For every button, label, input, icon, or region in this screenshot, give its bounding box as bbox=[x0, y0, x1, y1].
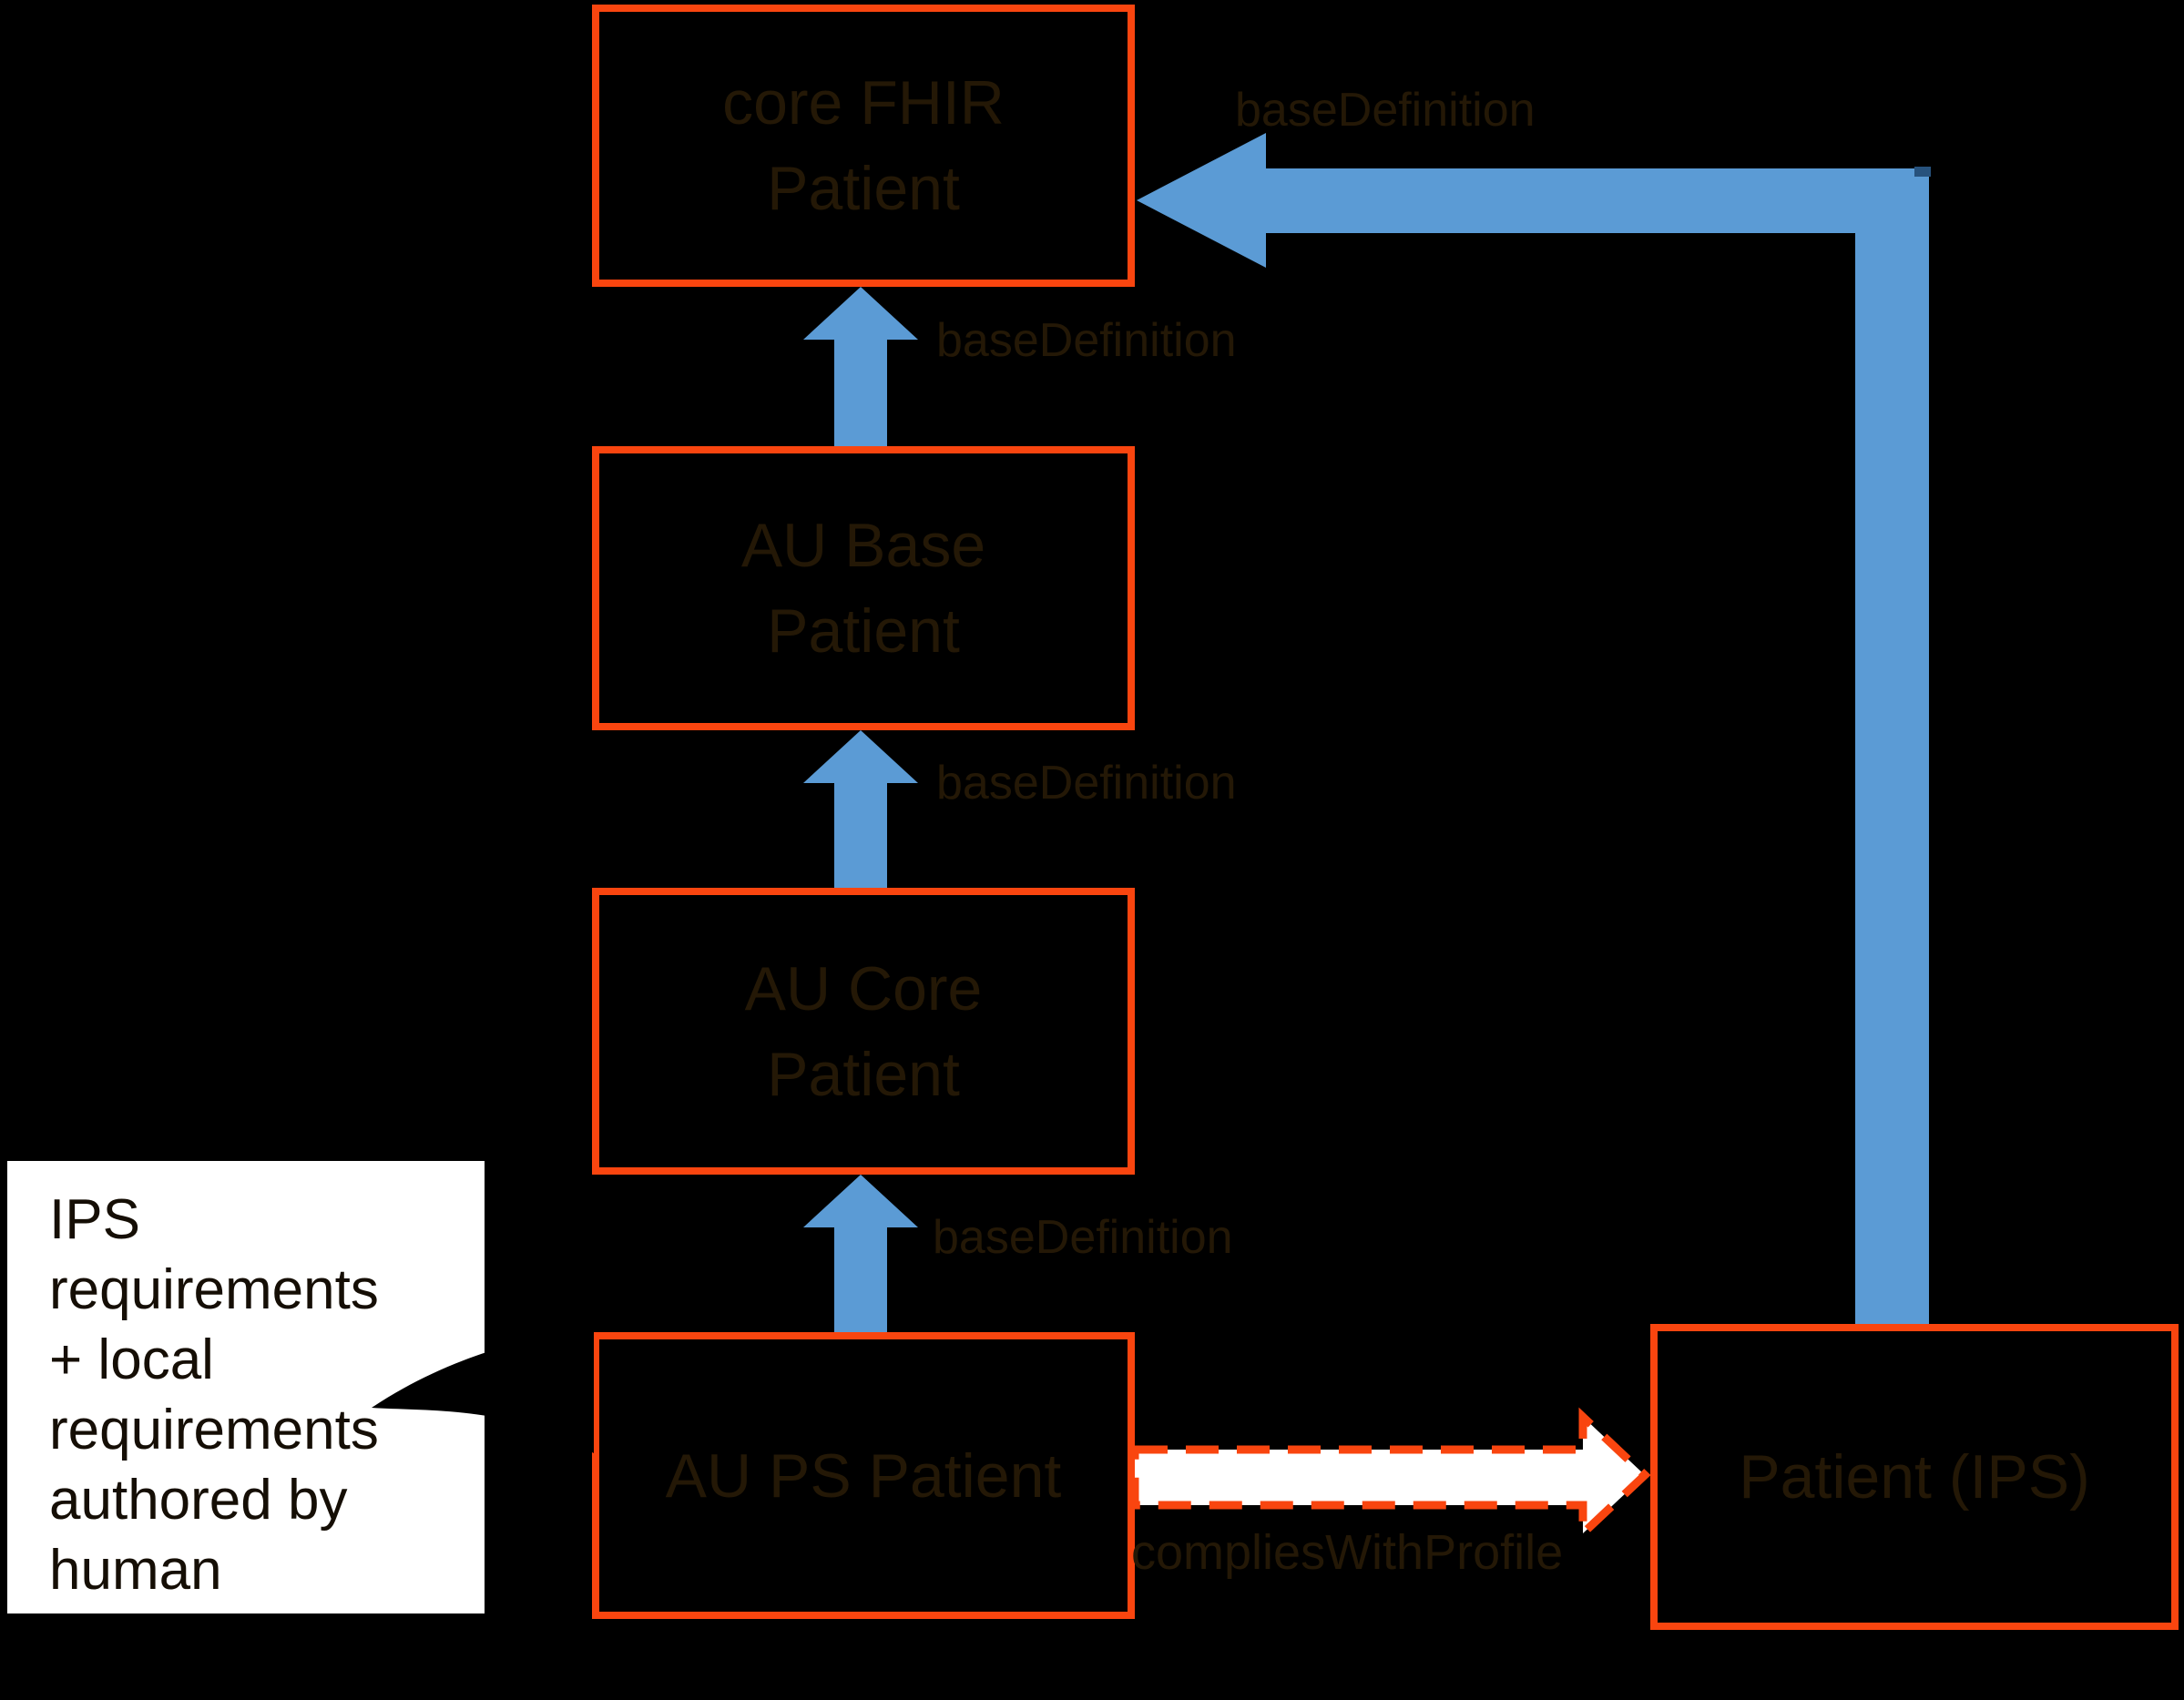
node-label-line: Patient (IPS) bbox=[1739, 1442, 2090, 1512]
node-au-ps-patient: AU PS Patient bbox=[592, 1332, 1135, 1619]
complies-with-profile-arrow bbox=[1130, 1407, 1651, 1543]
edge-label-complies-with-profile: compliesWithProfile bbox=[1131, 1525, 1564, 1580]
node-au-core-patient: AU Core Patient bbox=[592, 888, 1135, 1175]
base-definition-arrow-1 bbox=[803, 287, 918, 446]
callout-line: authored by bbox=[49, 1469, 348, 1532]
node-label-line: AU Core bbox=[744, 953, 983, 1023]
node-au-base-patient: AU Base Patient bbox=[592, 446, 1135, 730]
callout-line: human bbox=[49, 1539, 222, 1602]
node-label-line: Patient bbox=[767, 596, 960, 666]
callout-line: requirements bbox=[49, 1399, 379, 1461]
node-label-line: Patient bbox=[767, 1039, 960, 1109]
edge-label-base-definition-1: baseDefinition bbox=[936, 314, 1237, 367]
base-definition-arrow-2 bbox=[803, 730, 918, 891]
edge-label-base-definition-2: baseDefinition bbox=[936, 757, 1237, 809]
node-label-line: AU Base bbox=[740, 511, 986, 580]
base-definition-arrow-3 bbox=[803, 1175, 918, 1332]
callout-line: IPS bbox=[49, 1188, 140, 1251]
callout-tail bbox=[372, 1326, 594, 1453]
node-label-line: core FHIR bbox=[722, 68, 1005, 137]
edge-label-base-definition-elbow: baseDefinition bbox=[1235, 84, 1536, 137]
edge-label-base-definition-3: baseDefinition bbox=[933, 1211, 1233, 1264]
callout-note: IPS requirements + local requirements au… bbox=[7, 1161, 485, 1613]
node-label-line: AU PS Patient bbox=[665, 1440, 1062, 1511]
callout-line: + local bbox=[49, 1328, 214, 1391]
node-label-line: Patient bbox=[767, 154, 960, 223]
node-core-fhir-patient: core FHIR Patient bbox=[592, 5, 1135, 287]
callout-line: requirements bbox=[49, 1258, 379, 1321]
node-patient-ips: Patient (IPS) bbox=[1650, 1324, 2179, 1630]
elbow-arrow-dark-edge bbox=[1914, 167, 1931, 177]
